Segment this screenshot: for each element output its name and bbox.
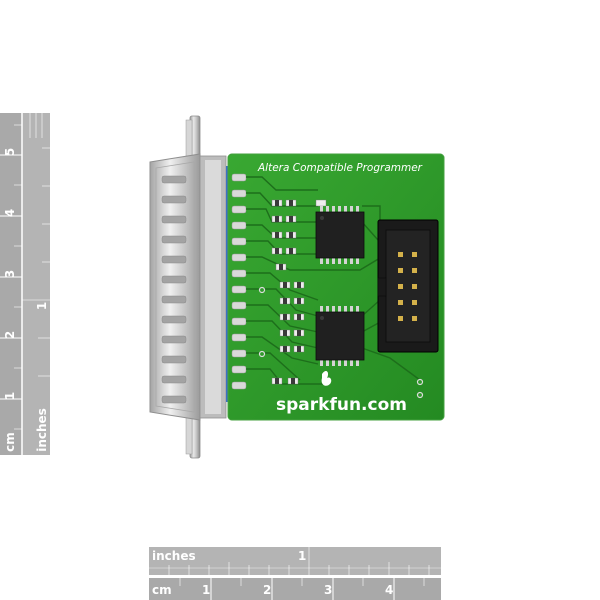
ic-chip-lower xyxy=(315,306,365,366)
sparkfun-logo: sparkfun.com xyxy=(276,371,407,415)
bottom-ruler-inches-label: inches xyxy=(152,549,196,563)
left-ruler: 5 4 3 2 1 cm 1 inches xyxy=(0,113,50,455)
pcb-board: Altera Compatible Programmer xyxy=(227,153,445,421)
bottom-ruler: inches 1 cm 1 2 3 4 xyxy=(149,547,441,600)
left-ruler-cm-tick: 5 xyxy=(3,148,17,156)
bottom-ruler-cm-tick: 1 xyxy=(202,583,210,597)
left-ruler-cm-tick: 2 xyxy=(3,331,17,339)
left-ruler-cm-label: cm xyxy=(3,432,17,452)
left-ruler-cm-tick: 3 xyxy=(3,270,17,278)
brand-text: sparkfun.com xyxy=(276,395,407,415)
left-ruler-inches-label: inches xyxy=(35,408,49,452)
smd-components xyxy=(258,199,424,399)
bottom-ruler-inches-tick: 1 xyxy=(298,549,306,563)
bottom-ruler-cm-tick: 4 xyxy=(385,583,393,597)
bottom-ruler-cm-label: cm xyxy=(152,583,172,597)
connector-pin-slots xyxy=(161,175,187,404)
ic-chip-upper xyxy=(315,206,365,264)
board-title: Altera Compatible Programmer xyxy=(257,162,423,174)
jtag-header-connector xyxy=(377,219,439,353)
db25-connector xyxy=(149,115,232,459)
left-ruler-inches-tick: 1 xyxy=(35,302,49,310)
bottom-ruler-cm-tick: 3 xyxy=(324,583,332,597)
left-ruler-cm-tick: 4 xyxy=(3,209,17,217)
left-ruler-cm-tick: 1 xyxy=(3,392,17,400)
bottom-ruler-cm-tick: 2 xyxy=(263,583,271,597)
